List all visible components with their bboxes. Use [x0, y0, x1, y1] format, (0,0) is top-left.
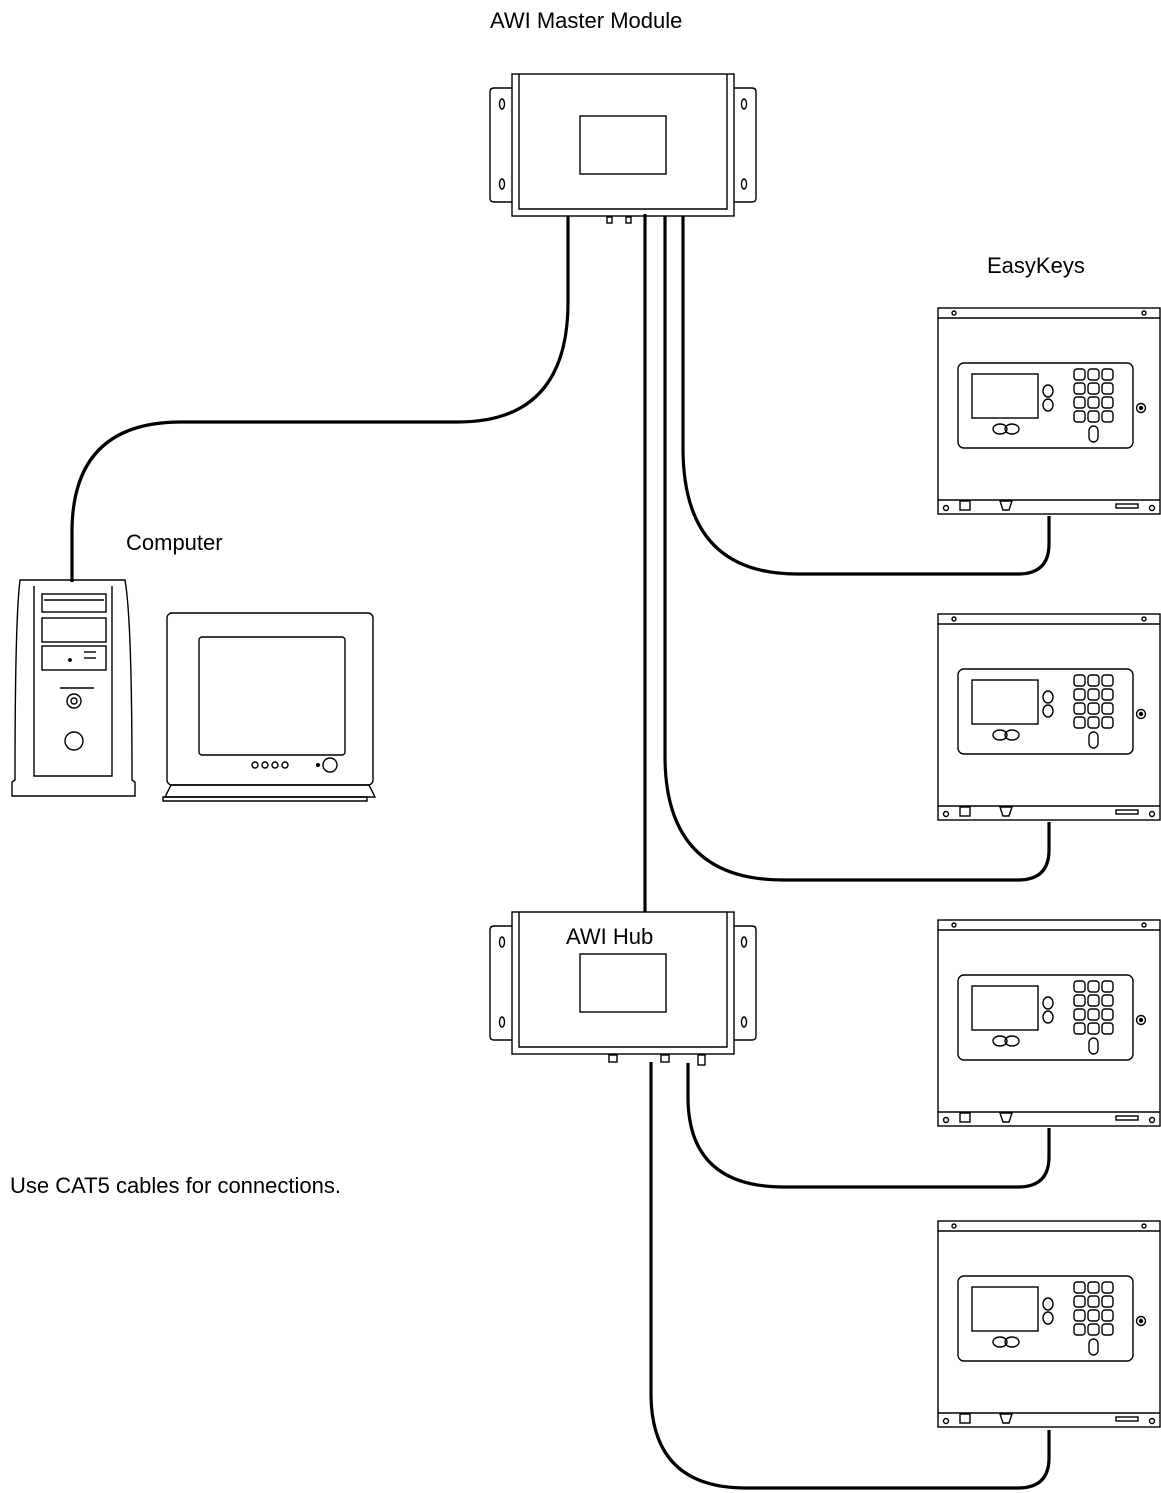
cable-note: Use CAT5 cables for connections. [10, 1173, 341, 1198]
hub-module [489, 911, 757, 1066]
easykey-unit-3 [937, 919, 1161, 1127]
master-module-label: AWI Master Module [490, 8, 683, 33]
hub-label: AWI Hub [566, 924, 654, 949]
cable-master-to-easykey-2 [663, 216, 1051, 882]
cat5-cables [70, 214, 1051, 1490]
easykey-unit-2 [937, 613, 1161, 821]
computer-tower [11, 579, 136, 797]
computer-monitor [162, 612, 377, 802]
computer-label: Computer [126, 530, 223, 555]
cable-master-to-computer [70, 216, 570, 582]
easykeys-label: EasyKeys [987, 253, 1085, 278]
master-module [489, 73, 757, 224]
easykey-unit-1 [937, 307, 1161, 515]
easykey-unit-4 [937, 1220, 1161, 1428]
cable-hub-to-easykey-3 [686, 1063, 1051, 1189]
cable-master-to-easykey-1 [681, 216, 1051, 576]
cable-hub-to-easykey-4 [649, 1062, 1051, 1490]
